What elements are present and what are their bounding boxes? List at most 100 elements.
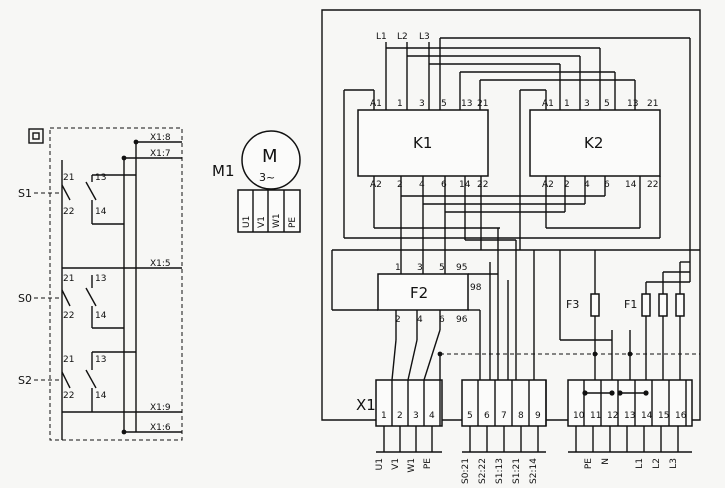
terminal-number: 15 [658,411,669,421]
switch-s0-label: S0 [18,292,32,305]
k1-label: K1 [413,134,432,152]
terminal-label: L1 [635,458,645,469]
k2-6: 6 [604,180,610,190]
control-station: X1:8 X1:7 X1:5 X1:9 X1:6 S1 21 13 22 14 … [18,127,183,441]
terminal-number: 7 [501,411,507,421]
k1-a1: A1 [370,99,382,109]
motor-terminal-w1: W1 [272,213,282,228]
contactor-k2: K2 A1 1 3 5 13 21 A2 2 4 6 14 22 [529,99,661,190]
switch-s1-label: S1 [18,187,32,200]
terminal-number: 16 [675,411,687,421]
k1-22: 22 [477,180,488,190]
k2-5: 5 [604,99,610,109]
motor-terminal-pe: PE [288,217,298,228]
s1-pin-13: 13 [95,173,106,183]
k1-3: 3 [419,99,425,109]
k2-a2: A2 [542,180,554,190]
k1-5: 5 [441,99,447,109]
terminal-number: 8 [518,411,524,421]
f2-95: 95 [456,263,467,273]
s1-pin-22: 22 [63,207,74,217]
motor-ref-label: M1 [212,162,235,180]
terminal-number: 9 [535,411,541,421]
fuse-f3-label: F3 [566,298,579,311]
enclosure-symbol-outer [28,128,44,144]
overload-f2: F2 1 3 5 95 98 96 2 4 6 [377,263,482,325]
terminal-number: 10 [573,411,585,421]
f2-5: 5 [439,263,445,273]
s0-pin-14: 14 [95,311,107,321]
s2-pin-22: 22 [63,391,74,401]
x1-label: X1 [356,396,376,414]
terminal-label: S1:21 [512,458,522,484]
f2-1: 1 [395,263,401,273]
terminal-number: 12 [607,411,618,421]
terminal-label-x1-7: X1:7 [150,149,171,159]
terminal-label: S2:22 [478,458,488,484]
terminal-label-x1-5: X1:5 [150,259,171,269]
s1-pin-14: 14 [95,207,107,217]
terminal-label: S2:14 [529,458,539,484]
motor-terminal-u1: U1 [242,216,252,228]
k2-1: 1 [564,99,570,109]
fuse-f1-c [675,293,685,317]
terminal-label: U1 [375,458,385,470]
terminal-number: 4 [429,411,435,421]
terminal-label: PE [584,458,594,469]
switch-s0: S0 21 13 22 14 [18,274,124,329]
station-outline [49,127,183,441]
k2-4: 4 [584,180,590,190]
terminal-number: 14 [641,411,653,421]
fuse-f3 [590,293,600,317]
terminal-number: 5 [467,411,473,421]
terminal-label: L3 [669,458,679,469]
motor-phase-label: 3~ [259,171,275,184]
k1-13: 13 [461,99,472,109]
terminal-label-x1-6: X1:6 [150,423,171,433]
terminal-number: 2 [397,411,403,421]
k2-2: 2 [564,180,570,190]
fuse-f1-a [641,293,651,317]
s2-pin-14: 14 [95,391,107,401]
terminal-number: 3 [413,411,419,421]
f2-6: 6 [439,315,445,325]
s0-pin-13: 13 [95,274,106,284]
k1-21: 21 [477,99,488,109]
motor-symbol [241,130,301,190]
terminal-label: N [601,458,611,465]
k2-a1: A1 [542,99,554,109]
fuse-f1-label: F1 [624,298,637,311]
k1-6: 6 [441,180,447,190]
fuse-f1-b [658,293,668,317]
terminal-number: 1 [381,411,387,421]
motor-m1: M1 M 3~ U1 V1 W1 PE [212,130,301,233]
s2-pin-21: 21 [63,355,74,365]
cabinet-frame [321,9,701,421]
supply-l2-top: L2 [397,32,408,42]
k1-4: 4 [419,180,425,190]
k2-14: 14 [625,180,637,190]
f2-98: 98 [470,283,482,293]
enclosure-symbol-inner [32,132,40,140]
f2-2: 2 [395,315,401,325]
s0-pin-21: 21 [63,274,74,284]
k1-2: 2 [397,180,403,190]
contactor-k1: K1 A1 1 3 5 13 21 A2 2 4 6 14 22 [357,99,489,190]
motor-terminal-v1: V1 [257,216,267,228]
fuses: F3 F1 [566,250,690,380]
terminal-label: V1 [391,458,401,470]
k2-22: 22 [647,180,658,190]
f2-4: 4 [417,315,423,325]
f2-3: 3 [417,263,423,273]
supply-l1-top: L1 [376,32,387,42]
switch-s1: S1 21 13 22 14 [18,173,136,225]
s1-pin-21: 21 [63,173,74,183]
k2-label: K2 [584,134,603,152]
terminal-label: W1 [407,458,417,473]
k1-1: 1 [397,99,403,109]
f2-label: F2 [410,284,428,302]
switch-s2: S2 21 13 22 14 [18,351,136,412]
s2-pin-13: 13 [95,355,106,365]
